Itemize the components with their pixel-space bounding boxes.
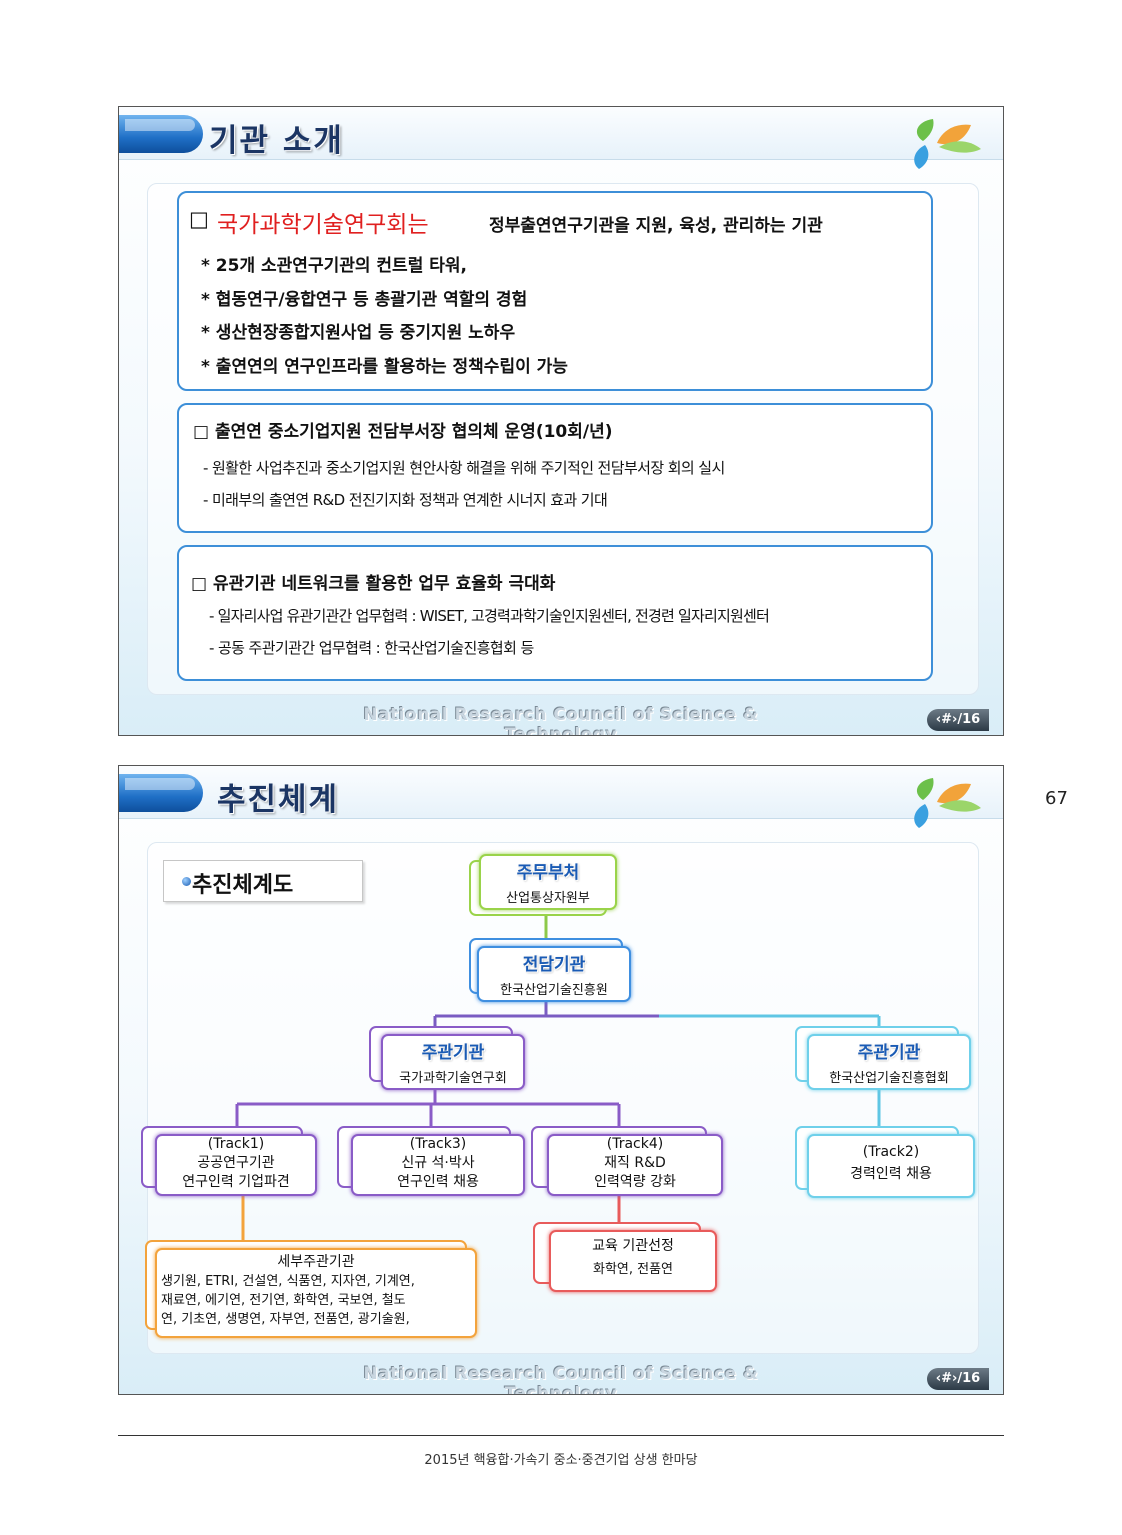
bullet-dot-icon: [182, 877, 191, 886]
slide-header: 추진체계: [119, 766, 1003, 828]
bullet-item: * 협동연구/융합연구 등 총괄기관 역할의 경험: [201, 290, 528, 310]
box-item: - 일자리사업 유관기관간 업무협력 : WISET, 고경력과학기술인지원센터…: [209, 607, 770, 625]
bullet-item: * 생산현장종합지원사업 등 중기지원 노하우: [201, 323, 516, 343]
slide-page-badge: ‹#›/16: [927, 709, 989, 731]
leaf-logo-icon: [914, 119, 981, 169]
node-subtitle: 한국산업기술진흥원: [500, 983, 608, 998]
box-heading: □ 출연연 중소기업지원 전담부서장 협의체 운영(10회/년): [193, 422, 613, 442]
slide-title: 기관 소개: [209, 123, 344, 159]
slide-footer: National Research Council of Science & T…: [363, 705, 759, 736]
node-title: 주관기관: [857, 1043, 921, 1063]
footer-rule: [118, 1435, 1004, 1436]
node-title: 주무부처: [516, 863, 580, 883]
box-council: □ 출연연 중소기업지원 전담부서장 협의체 운영(10회/년) - 원활한 사…: [177, 403, 933, 533]
box-item: - 공동 주관기관간 업무협력 : 한국산업기술진흥협회 등: [209, 639, 534, 657]
nst-description: 정부출연연구기관을 지원, 육성, 관리하는 기관: [489, 216, 823, 236]
org-chart-subtitle: 추진체계도: [163, 860, 363, 902]
box-item: - 원활한 사업추진과 중소기업지원 현안사항 해결을 위해 주기적인 전담부서…: [203, 459, 725, 477]
box-nst-intro: □ 국가과학기술연구회는 정부출연연구기관을 지원, 육성, 관리하는 기관 *…: [177, 191, 933, 391]
bullet-item: * 출연연의 연구인프라를 활용하는 정책수립이 가능: [201, 357, 568, 377]
bullet-item: * 25개 소관연구기관의 컨트럴 타워,: [201, 256, 467, 276]
slide-footer: National Research Council of Science & T…: [363, 1364, 759, 1395]
header-pill: [119, 774, 203, 812]
box-item: - 미래부의 출연연 R&D 전진기지화 정책과 연계한 시너지 효과 기대: [203, 491, 608, 509]
box-network: □ 유관기관 네트워크를 활용한 업무 효율화 극대화 - 일자리사업 유관기관…: [177, 545, 933, 681]
node-title: 주관기관: [421, 1043, 485, 1063]
page-number: 67: [1045, 788, 1068, 809]
slide-org-structure: 추진체계 추진체계도 주무부처 산업통상자원부: [118, 765, 1004, 1395]
node-subtitle: 국가과학기술연구회: [399, 1071, 507, 1086]
header-pill: [119, 115, 203, 153]
slide-page-badge: ‹#›/16: [927, 1368, 989, 1390]
page-footnote: 2015년 핵융합·가속기 중소·중견기업 상생 한마당: [424, 1453, 698, 1468]
nst-highlight: 국가과학기술연구회는: [217, 212, 429, 238]
leaf-logo-icon: [914, 778, 981, 828]
node-subtitle: 산업통상자원부: [506, 891, 590, 906]
slide-title: 추진체계: [217, 782, 340, 818]
node-subtitle: 한국산업기술진흥협회: [829, 1071, 949, 1086]
node-title: 전담기관: [522, 955, 586, 975]
slide-header: 기관 소개: [119, 107, 1003, 169]
checkbox: □: [189, 207, 209, 231]
box-heading: □ 유관기관 네트워크를 활용한 업무 효율화 극대화: [191, 574, 556, 594]
slide-institution-intro: 기관 소개 □ 국가과학기술연구회는 정부출연연구기관을 지원, 육성, 관리하…: [118, 106, 1004, 736]
